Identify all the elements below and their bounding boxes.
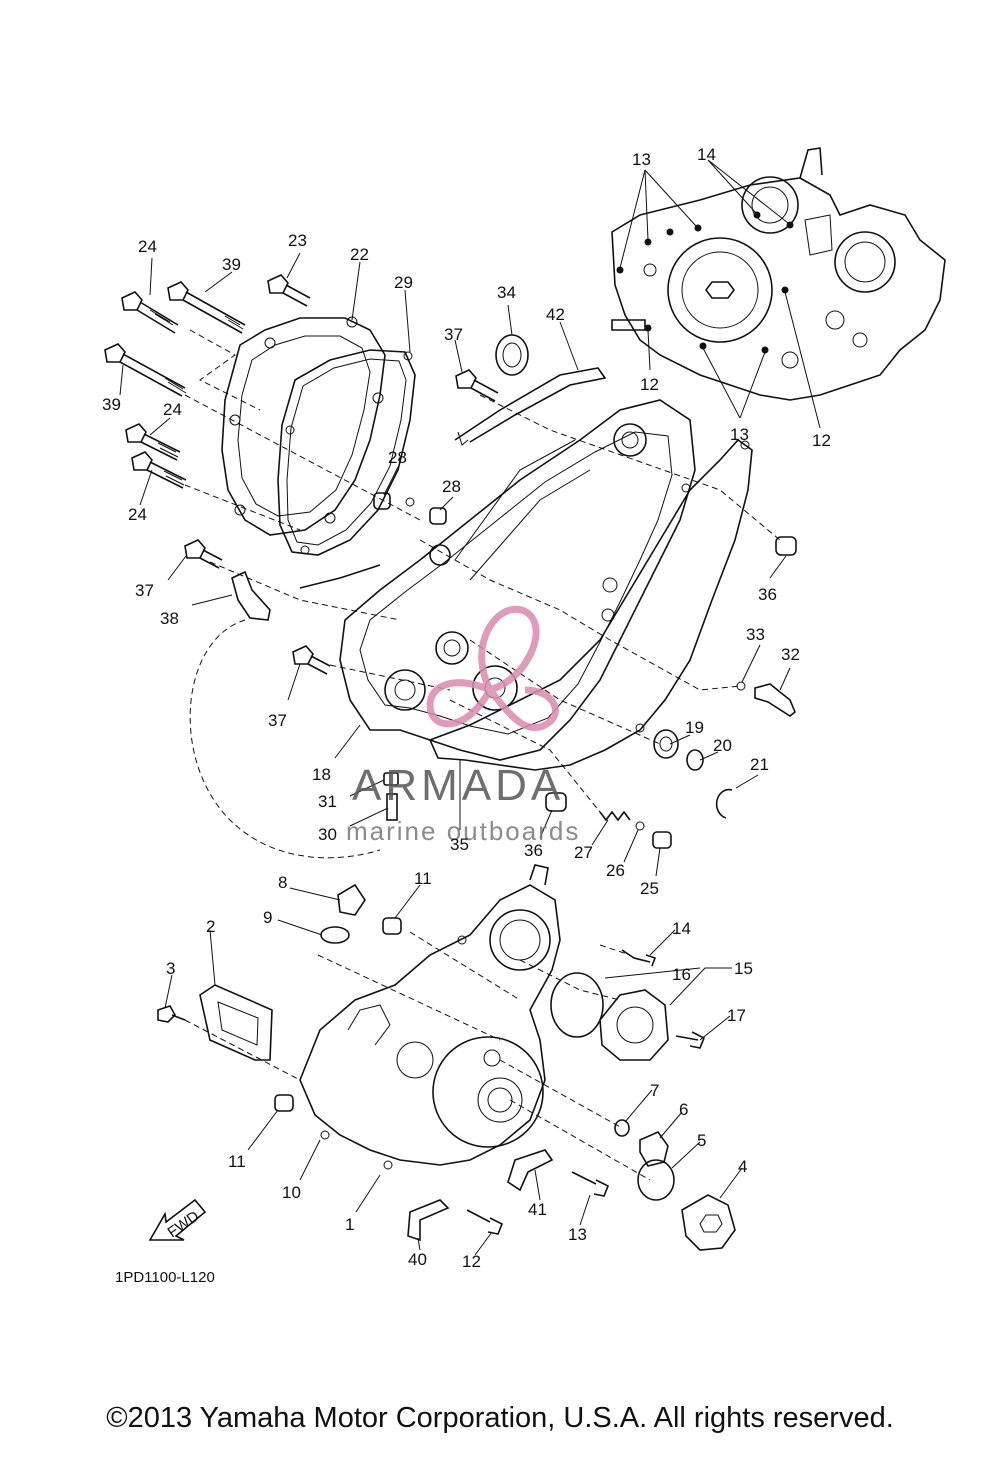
watermark-title: ARMADA [352, 761, 564, 810]
callout: 28 [442, 477, 461, 496]
callout: 4 [738, 1157, 747, 1176]
callout: 32 [781, 645, 800, 664]
callout: 13 [730, 425, 749, 444]
callout: 3 [166, 959, 175, 978]
callout: 9 [263, 908, 272, 927]
callout: 7 [650, 1081, 659, 1100]
callout: 34 [497, 283, 516, 302]
armada-watermark: ARMADA marine outboards [346, 605, 580, 846]
crankcase-cover-group [167, 304, 797, 877]
callout: 29 [394, 273, 413, 292]
callout: 14 [672, 919, 691, 938]
watermark-subtitle: marine outboards [346, 816, 580, 846]
crankcase-assembly [611, 147, 946, 429]
callout: 18 [312, 765, 331, 784]
callout: 21 [750, 755, 769, 774]
callout: 10 [282, 1183, 301, 1202]
callout: 1 [345, 1215, 354, 1234]
callout: 12 [640, 375, 659, 394]
callout: 31 [318, 792, 337, 811]
callout: 22 [350, 245, 369, 264]
bolt-37-b [184, 539, 223, 569]
callout: 8 [278, 873, 287, 892]
callout: 20 [713, 736, 732, 755]
callout: 41 [528, 1200, 547, 1219]
callout: 5 [697, 1131, 706, 1150]
callout: 30 [318, 825, 337, 844]
bolt-37-a [455, 369, 499, 402]
callout: 27 [574, 843, 593, 862]
bolt-24-c [131, 451, 187, 489]
callout: 39 [222, 255, 241, 274]
fwd-label: FWD [165, 1208, 203, 1242]
callout: 39 [102, 395, 121, 414]
callout: 37 [444, 325, 463, 344]
callout: 40 [408, 1250, 427, 1269]
lower-cover-group [157, 864, 743, 1256]
callout: 24 [128, 505, 147, 524]
exploded-parts-diagram: ARMADA marine outboards [102, 145, 946, 1286]
callout: 6 [679, 1100, 688, 1119]
callout: 11 [414, 869, 432, 888]
callout: 42 [546, 305, 565, 324]
callout: 13 [568, 1225, 587, 1244]
callout: 36 [758, 585, 777, 604]
fwd-arrow: FWD [148, 1198, 207, 1242]
callout: 24 [163, 400, 182, 419]
callout: 25 [640, 879, 659, 898]
bolt-37-c [292, 645, 331, 675]
callout: 37 [135, 581, 154, 600]
callout: 15 [734, 959, 753, 978]
callout: 26 [606, 861, 625, 880]
callout: 2 [206, 917, 215, 936]
bolt-23 [267, 274, 311, 307]
bolt-39-a [167, 281, 246, 334]
bolt-39-b [104, 343, 187, 397]
callout: 19 [685, 718, 704, 737]
callout: 13 [632, 150, 651, 169]
callout: 14 [697, 145, 716, 164]
callout: 37 [268, 711, 287, 730]
callout: 23 [288, 231, 307, 250]
callout: 35 [450, 835, 469, 854]
callout-labels: 13 14 12 13 12 24 39 23 22 29 34 42 37 3… [102, 145, 831, 1271]
outer-cover-group [104, 252, 454, 556]
callout: 12 [462, 1252, 481, 1271]
copyright-footer: ©2013 Yamaha Motor Corporation, U.S.A. A… [106, 1402, 894, 1434]
callout: 16 [672, 965, 691, 984]
callout: 11 [228, 1152, 246, 1171]
callout: 36 [524, 841, 543, 860]
callout: 24 [138, 237, 157, 256]
diagram-code: 1PD1100-L120 [115, 1269, 215, 1286]
callout: 38 [160, 609, 179, 628]
callout: 28 [388, 448, 407, 467]
bolt-24-b [125, 423, 181, 461]
callout: 33 [746, 625, 765, 644]
callout: 17 [727, 1006, 746, 1025]
bolt-24-a [121, 291, 179, 334]
callout: 12 [812, 431, 831, 450]
